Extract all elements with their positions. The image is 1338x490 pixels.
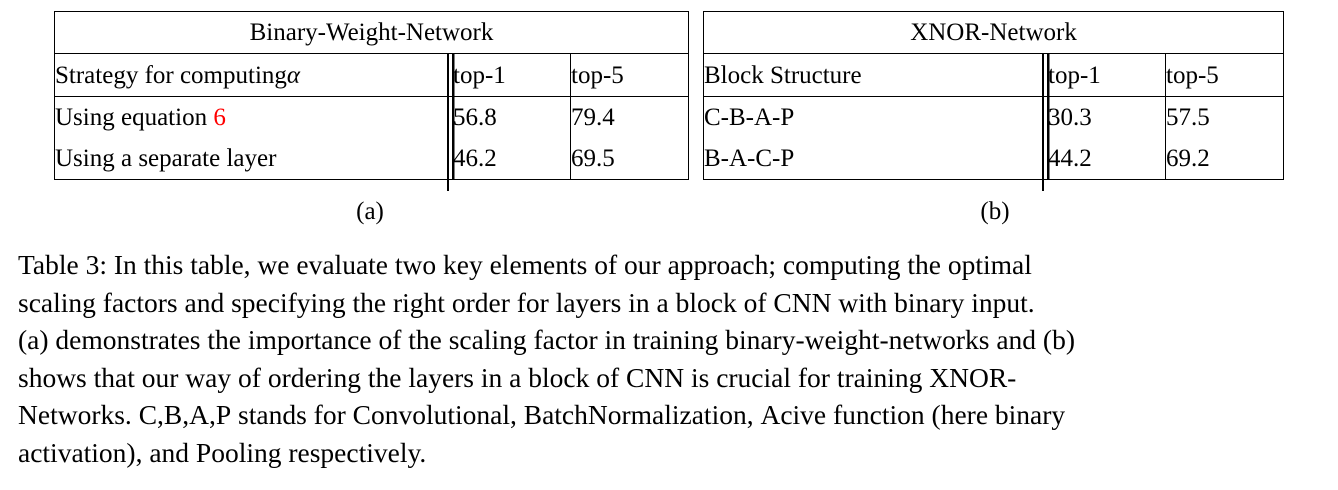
tables-region: Binary-Weight-Network Strategy for compu… (0, 0, 1338, 191)
table-b-title-row: XNOR-Network (702, 11, 1285, 54)
table-a-row-1-label-text: Using equation (55, 104, 214, 131)
table-a-header-top1: top-1 (452, 53, 571, 97)
table-b-row-2-label: B-A-C-P (703, 138, 1048, 180)
table-b-header-block-structure: Block Structure (703, 53, 1048, 97)
table-a-header-strategy-text: Strategy for computing (55, 61, 287, 89)
table-a-row-2-top5: 69.5 (569, 138, 690, 180)
table-a-header-strategy: Strategy for computingα (54, 53, 453, 97)
table-a-row-1-label: Using equation 6 (54, 96, 453, 138)
table-a-row-1-top5: 79.4 (569, 96, 690, 138)
table-b-header-row: Block Structure top-1 top-5 (703, 53, 1285, 97)
table-a-container: Binary-Weight-Network Strategy for compu… (53, 11, 690, 191)
table-b-row-1-top1: 30.3 (1047, 96, 1166, 138)
equation-reference-link[interactable]: 6 (213, 104, 226, 131)
table-a-row-2-label: Using a separate layer (54, 138, 453, 180)
sub-caption-a: (a) (356, 198, 384, 225)
table-b-row-2-top5: 69.2 (1164, 138, 1285, 180)
table-b-row-2: B-A-C-P 44.2 69.2 (703, 138, 1285, 180)
table-a-title-row: Binary-Weight-Network (53, 11, 690, 54)
table-b-container: XNOR-Network Block Structure top-1 top-5… (702, 11, 1285, 191)
table-a-header-row: Strategy for computingα top-1 top-5 (54, 53, 690, 97)
table-a-row-1-top1: 56.8 (452, 96, 571, 138)
caption-line-6: activation), and Pooling respectively. (18, 436, 427, 468)
table-a-title: Binary-Weight-Network (53, 11, 690, 54)
table-a-row-2-top1: 46.2 (452, 138, 571, 180)
table-a-double-rule (447, 54, 449, 191)
alpha-symbol: α (286, 61, 301, 89)
table-b-header-top1: top-1 (1047, 53, 1166, 97)
table-b-header-top5: top-5 (1164, 53, 1285, 97)
table-b: XNOR-Network Block Structure top-1 top-5… (702, 11, 1285, 180)
table-a-header-top5: top-5 (569, 53, 690, 97)
table-a-row-1: Using equation 6 56.8 79.4 (54, 96, 690, 138)
table-a: Binary-Weight-Network Strategy for compu… (53, 11, 690, 180)
table-b-row-2-top1: 44.2 (1047, 138, 1166, 180)
sub-caption-b: (b) (980, 198, 1010, 225)
table-b-title: XNOR-Network (702, 11, 1285, 54)
table-a-row-2: Using a separate layer 46.2 69.5 (54, 138, 690, 180)
table-b-row-1-top5: 57.5 (1164, 96, 1285, 138)
table-b-row-1: C-B-A-P 30.3 57.5 (703, 96, 1285, 138)
table-b-row-1-label: C-B-A-P (703, 96, 1048, 138)
table-b-double-rule (1042, 54, 1044, 191)
